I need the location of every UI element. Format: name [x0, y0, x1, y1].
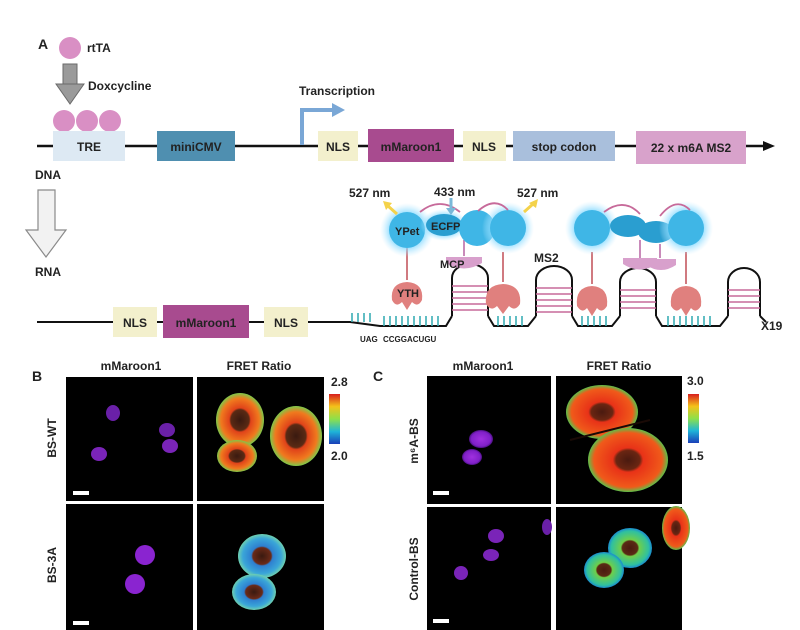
panel-b-col2: FRET Ratio: [227, 359, 292, 373]
svg-text:NLS: NLS: [326, 140, 350, 154]
yth-domain-3: [576, 252, 608, 316]
panel-c-scale-max: 3.0: [687, 374, 704, 388]
panel-b-image-fret-wt: [197, 377, 324, 501]
svg-text:NLS: NLS: [123, 316, 147, 330]
panel-b-row1: BS-WT: [45, 418, 59, 458]
svg-text:NLS: NLS: [274, 316, 298, 330]
ms2-hairpin-1: [451, 263, 489, 316]
panel-b-colorbar: [329, 394, 340, 444]
ms2-hairpin-2: [535, 265, 573, 316]
svg-text:mMaroon1: mMaroon1: [176, 316, 237, 330]
panel-c-image-mmaroon-m6a: [427, 376, 551, 504]
dna-element-mmaroon1: mMaroon1: [368, 129, 454, 162]
m6a-sites: [351, 313, 711, 326]
panel-b-scale-max: 2.8: [331, 375, 348, 389]
ecfp-label: ECFP: [431, 221, 460, 233]
dna-element-ms2-repeats: 22 x m6A MS2: [636, 131, 746, 164]
emission-arrow-right: [523, 199, 538, 214]
transcription-label: Transcription: [299, 84, 375, 98]
dna-element-minicmv: miniCMV: [157, 131, 235, 161]
yth-domain-4: [670, 252, 702, 316]
panel-b-col1: mMaroon1: [101, 359, 162, 373]
dna-to-rna-arrow: [24, 189, 68, 259]
panel-c-row1: m⁶A-BS: [407, 418, 421, 464]
panel-c-label: C: [373, 368, 383, 384]
rtta-bound-2: [76, 110, 98, 132]
mcp-domain: [446, 240, 482, 269]
svg-text:22 x m6A MS2: 22 x m6A MS2: [651, 141, 732, 155]
dna-arrowhead: [763, 141, 775, 151]
panel-c-image-fret-control: [556, 506, 690, 630]
panel-b-image-mmaroon-wt: [66, 377, 193, 501]
yth-domain: [391, 248, 423, 310]
panel-c-col2: FRET Ratio: [587, 359, 652, 373]
panel-c-image-fret-m6a: [556, 376, 682, 504]
rna-element-nls-2: NLS: [264, 307, 308, 337]
panel-a-label: A: [38, 36, 48, 52]
panel-c-col1: mMaroon1: [453, 359, 514, 373]
panel-c-colorbar: [688, 394, 699, 443]
panel-b-image-mmaroon-3a: [66, 504, 193, 630]
ms2-label: MS2: [534, 251, 559, 265]
rna-label: RNA: [35, 265, 61, 279]
fret-sensor-1: [380, 202, 534, 257]
seq-motif: CCGGACUGU: [383, 335, 437, 344]
ms2-hairpin-4: [727, 267, 761, 316]
seq-uag: UAG: [360, 335, 378, 344]
svg-text:TRE: TRE: [77, 140, 101, 154]
transcription-arrow: [300, 103, 345, 145]
doxcycline-arrow: [55, 63, 85, 105]
yth-domain-2: [485, 252, 521, 314]
rtta-bound-3: [99, 110, 121, 132]
rna-element-mmaroon1: mMaroon1: [163, 305, 249, 338]
wavelength-left: 527 nm: [349, 186, 390, 200]
svg-text:NLS: NLS: [472, 140, 496, 154]
yth-label: YTH: [397, 288, 419, 300]
svg-text:mMaroon1: mMaroon1: [381, 140, 442, 154]
rna-element-nls-1: NLS: [113, 307, 157, 337]
mcp-label: MCP: [440, 259, 464, 271]
excitation-arrow: [446, 198, 456, 215]
mcp-domain-2: [623, 240, 676, 270]
emission-arrow-left: [383, 201, 398, 216]
svg-text:miniCMV: miniCMV: [170, 140, 221, 154]
fret-sensor-2: [565, 201, 713, 255]
panel-c-row2: Control-BS: [407, 537, 421, 600]
panel-c-scale-min: 1.5: [687, 449, 704, 463]
dna-element-nls-1: NLS: [318, 131, 358, 161]
dna-element-tre: TRE: [53, 131, 125, 161]
dna-label: DNA: [35, 168, 61, 182]
panel-b-scale-min: 2.0: [331, 449, 348, 463]
repeat-label: X19: [761, 319, 783, 333]
doxcycline-label: Doxcycline: [88, 79, 152, 93]
svg-text:stop codon: stop codon: [532, 140, 597, 154]
panel-b-label: B: [32, 368, 42, 384]
wavelength-mid: 433 nm: [434, 185, 475, 199]
rtta-bound-1: [53, 110, 75, 132]
panel-b-image-fret-3a: [197, 504, 324, 630]
panel-c-image-mmaroon-control: [427, 507, 552, 630]
rtta-label: rtTA: [87, 41, 111, 55]
dna-element-stop-codon: stop codon: [513, 131, 615, 161]
ypet-label: YPet: [395, 226, 420, 238]
wavelength-right: 527 nm: [517, 186, 558, 200]
ms2-hairpin-3: [619, 267, 657, 316]
rtta-protein: [59, 37, 81, 59]
dna-element-nls-2: NLS: [463, 131, 506, 161]
panel-b-row2: BS-3A: [45, 547, 59, 583]
